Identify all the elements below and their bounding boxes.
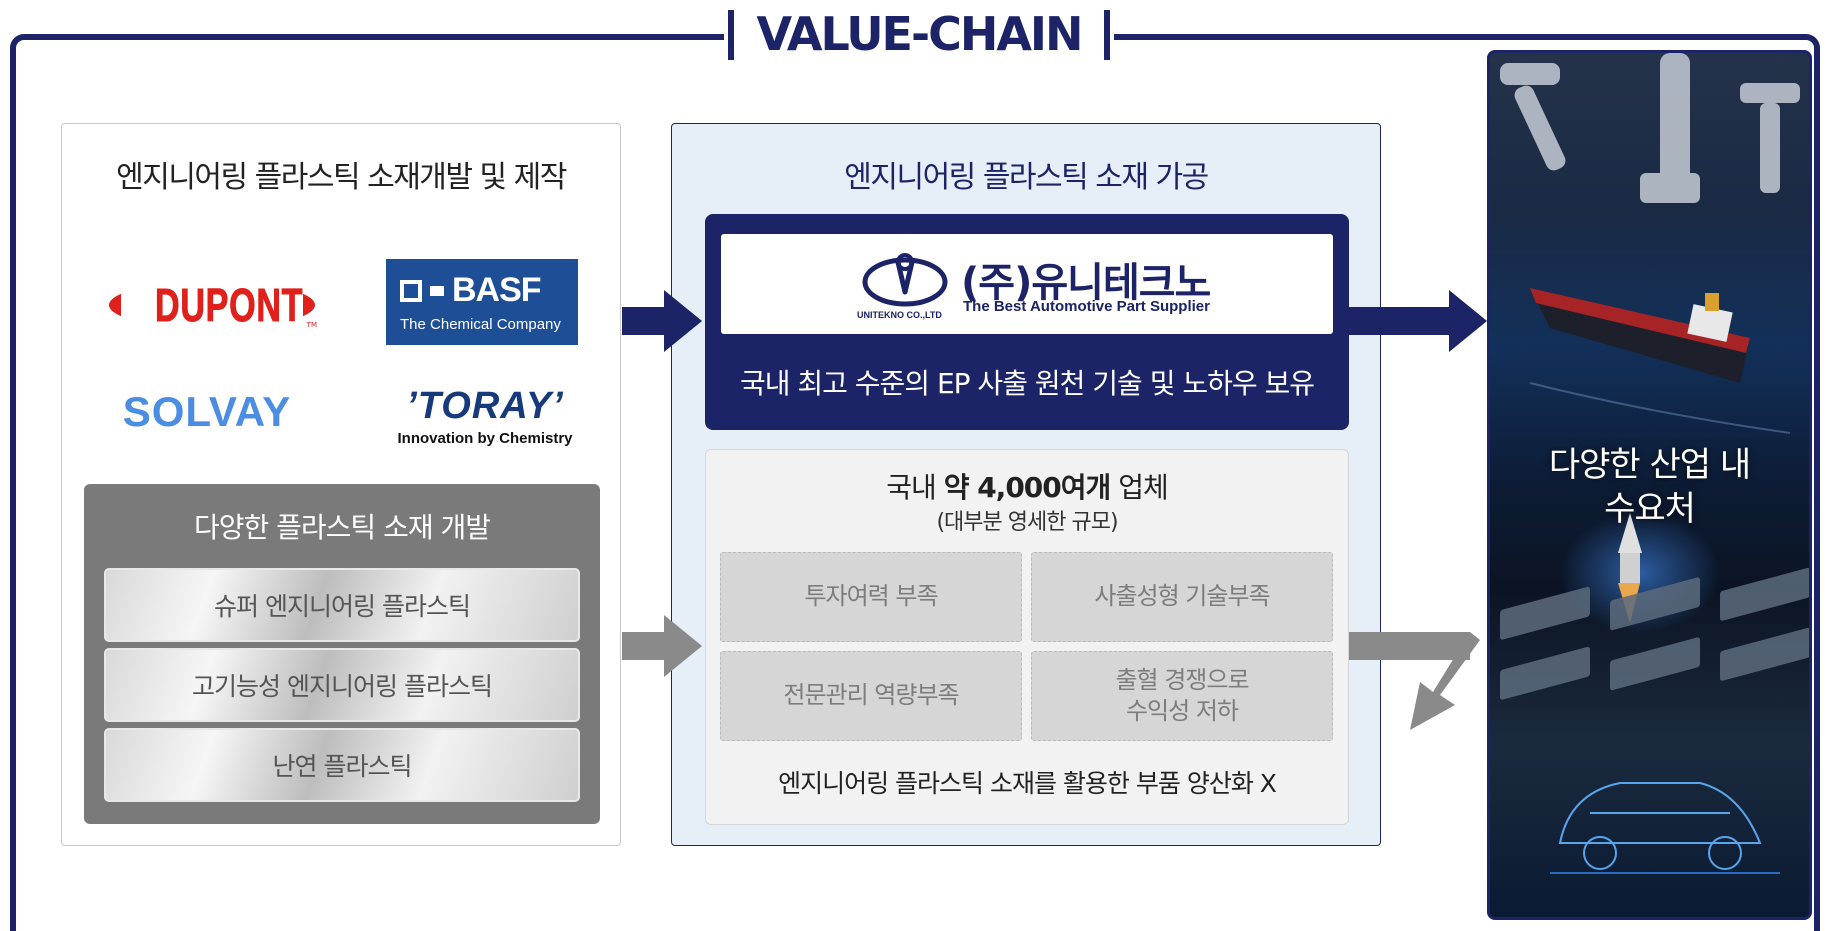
dupont-trademark: TM <box>306 321 317 329</box>
material-item: 난연 플라스틱 <box>104 728 580 802</box>
dupont-logo: DUPONT TM <box>107 269 317 341</box>
industry-collage-image <box>1500 53 1809 874</box>
battery-pack-icon <box>1500 567 1809 700</box>
heading-count: 약 4,000여개 <box>943 471 1112 504</box>
industry-demand-label: 다양한 산업 내 수요처 <box>1490 443 1809 531</box>
industry-demand-panel: 다양한 산업 내 수요처 <box>1487 50 1812 920</box>
domestic-companies-heading: 국내 약 4,000여개 업체 <box>706 466 1348 506</box>
industry-demand-line2: 수요처 <box>1604 489 1696 530</box>
left-panel-title: 엔지니어링 플라스틱 소재개발 및 제작 <box>116 160 567 195</box>
break-spark-icon <box>1454 583 1484 673</box>
materials-title: 다양한 플라스틱 소재 개발 <box>193 511 491 544</box>
issue-cell: 사출성형 기술부족 <box>1031 552 1333 642</box>
issue-cell: 전문관리 역량부족 <box>720 651 1022 741</box>
materials-processing-panel: 엔지니어링 플라스틱 소재 가공 UNITEKNO CO.,LTD (주)유니테… <box>671 123 1381 846</box>
unitekno-logo-text: UNITEKNO CO.,LTD <box>857 310 942 320</box>
title-bar-left <box>728 10 734 60</box>
company-capability: 국내 최고 수준의 EP 사출 원천 기술 및 노하우 보유 <box>739 367 1315 400</box>
heading-prefix: 국내 <box>886 471 944 504</box>
company-name: (주)유니테크노 <box>961 260 1211 306</box>
material-item: 슈퍼 엔지니어링 플라스틱 <box>104 568 580 642</box>
unitekno-logo-area: UNITEKNO CO.,LTD (주)유니테크노 The Best Autom… <box>721 234 1333 334</box>
ship-icon <box>1530 288 1750 383</box>
company-tagline: The Best Automotive Part Supplier <box>963 298 1210 315</box>
industry-demand-line1: 다양한 산업 내 <box>1548 445 1751 485</box>
solvay-logo: SOLVAY <box>122 388 292 435</box>
gray-arrow-bar-icon <box>1349 632 1470 660</box>
basf-wordmark: BASF <box>452 271 542 309</box>
heading-suffix: 업체 <box>1110 471 1169 504</box>
robot-arm-icon <box>1500 53 1800 203</box>
navy-arrow-icon <box>622 290 702 352</box>
dupont-oval-icon <box>109 277 315 333</box>
page-title: VALUE-CHAIN <box>756 7 1083 61</box>
wireframe-car-icon <box>1550 782 1780 874</box>
issue-cell: 투자여력 부족 <box>720 552 1022 642</box>
material-item: 고기능성 엔지니어링 플라스틱 <box>104 648 580 722</box>
basf-dash-icon <box>430 285 444 296</box>
materials-development-panel: 엔지니어링 플라스틱 소재개발 및 제작 DUPONT TM BASF The … <box>61 123 621 846</box>
toray-logo: ’TORAY’ Innovation by Chemistry <box>380 376 590 456</box>
toray-tagline: Innovation by Chemistry <box>397 430 573 447</box>
unitekno-emblem-icon <box>862 253 948 307</box>
dupont-wordmark: DUPONT <box>155 279 304 332</box>
domestic-companies-box: 국내 약 4,000여개 업체 (대부분 영세한 규모) 투자여력 부족 사출성… <box>705 449 1349 825</box>
basf-tagline: The Chemical Company <box>400 316 561 333</box>
gray-arrow-icon <box>622 615 702 677</box>
domestic-companies-footer: 엔지니어링 플라스틱 소재를 활용한 부품 양산화 X <box>778 769 1277 798</box>
navy-arrow-icon <box>1349 290 1487 352</box>
basf-square-icon <box>400 279 422 302</box>
toray-wordmark: ’TORAY’ <box>406 385 564 427</box>
domestic-companies-subheading: (대부분 영세한 규모) <box>936 510 1118 535</box>
title-banner: VALUE-CHAIN <box>724 6 1114 62</box>
unitekno-box: UNITEKNO CO.,LTD (주)유니테크노 The Best Autom… <box>705 214 1349 430</box>
middle-panel-title: 엔지니어링 플라스틱 소재 가공 <box>844 160 1209 195</box>
broken-arrow-icon <box>1410 632 1480 730</box>
materials-box: 다양한 플라스틱 소재 개발 슈퍼 엔지니어링 플라스틱 고기능성 엔지니어링 … <box>84 484 600 824</box>
basf-logo: BASF The Chemical Company <box>386 259 578 345</box>
issue-cell: 출혈 경쟁으로 수익성 저하 <box>1031 651 1333 741</box>
title-bar-right <box>1104 10 1110 60</box>
